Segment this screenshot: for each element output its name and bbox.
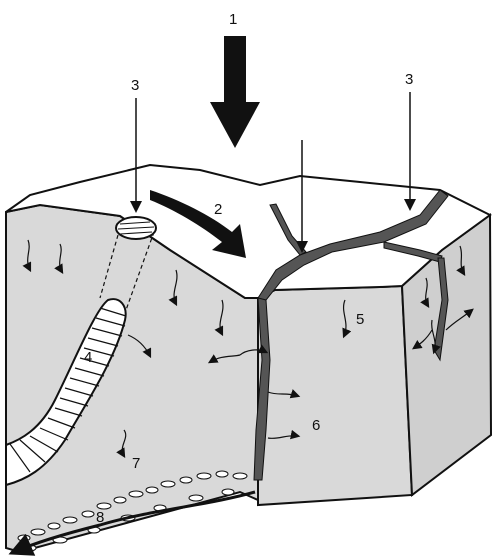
label-4: 4	[84, 349, 92, 366]
label-3-left: 3	[131, 77, 139, 94]
drain-flow-line	[8, 490, 256, 556]
label-6: 6	[312, 417, 320, 434]
label-8: 8	[96, 509, 104, 526]
label-3-right: 3	[405, 71, 413, 88]
block-top-surface	[5, 163, 492, 299]
label-7: 7	[132, 455, 140, 472]
rainfall-arrow	[210, 36, 260, 148]
label-2: 2	[214, 201, 222, 218]
label-5: 5	[356, 311, 364, 328]
runoff-arrow	[150, 190, 246, 258]
earthworm-burrow	[5, 216, 157, 487]
label-1: 1	[229, 11, 237, 28]
matrix-flow-arrows	[22, 239, 474, 459]
block-front-right-face	[257, 284, 414, 507]
